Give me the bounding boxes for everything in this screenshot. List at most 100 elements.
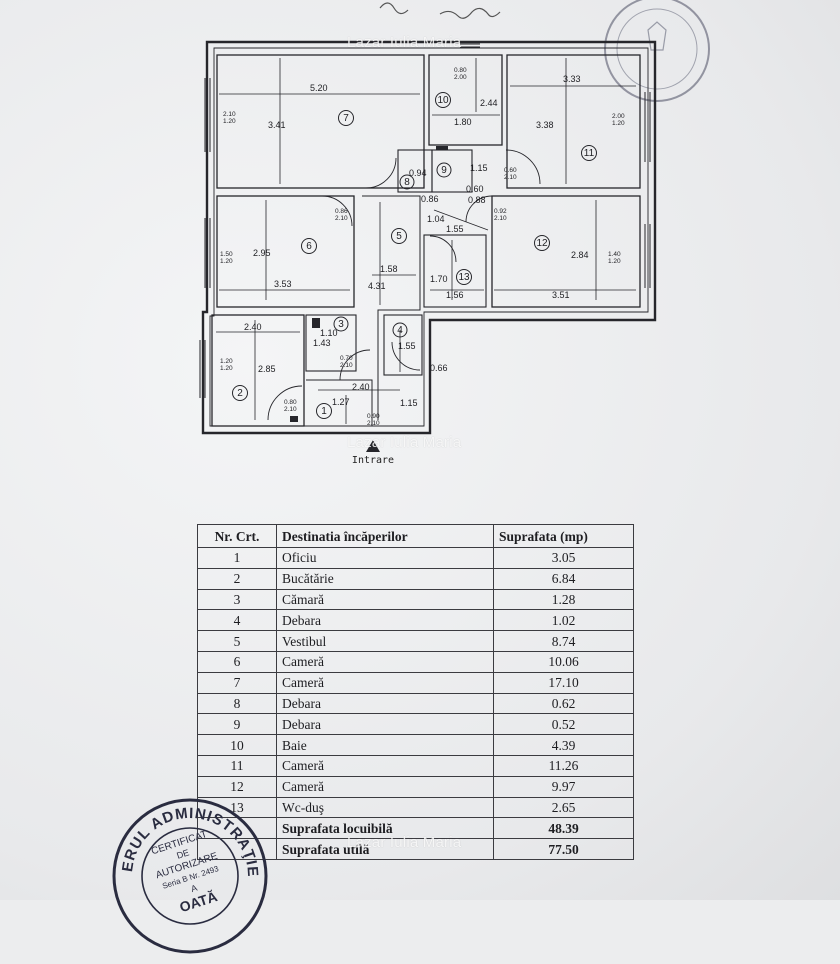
- room-number-4: 4: [397, 325, 403, 336]
- dim-label: 2.40: [244, 322, 262, 332]
- cell-area: 17.10: [493, 671, 634, 694]
- room-number-12: 12: [536, 238, 548, 249]
- dim-label: 2.85: [258, 364, 276, 374]
- dim-label: 1.10: [320, 328, 338, 338]
- cell-room-name: Debara: [276, 609, 494, 632]
- cell-nr: 11: [197, 754, 277, 777]
- dimension-lines: [216, 58, 636, 424]
- watermark: Lazar Iulia Maria: [347, 34, 462, 51]
- room-12-outline: [491, 195, 641, 308]
- dim-label: 3.38: [536, 120, 554, 130]
- cell-area: 6.84: [493, 567, 634, 590]
- room-number-2: 2: [237, 388, 243, 399]
- cell-room-name: Baie: [276, 734, 494, 756]
- dim-label: 1.55: [398, 341, 416, 351]
- floor-plan: 7 10 11 6 5 12 13 8 9 3 4 2 1 5.20 3.41 …: [199, 40, 657, 452]
- room-number-1: 1: [321, 406, 327, 417]
- room-number-7: 7: [343, 113, 349, 124]
- cell-room-name: Bucătărie: [276, 567, 494, 590]
- dim-label: 1.04: [427, 214, 445, 224]
- cell-room-name: Debara: [276, 692, 494, 715]
- dim-label: 3.41: [268, 120, 286, 130]
- cell-room-name: Cămară: [276, 588, 494, 611]
- entrance-arrow: [366, 440, 380, 452]
- room-9-outline: [431, 149, 473, 193]
- cell-nr: 8: [197, 692, 277, 715]
- watermark: Lazar Iulia Maria: [347, 834, 462, 851]
- cell-total-area: 48.39: [493, 817, 634, 840]
- cell-nr: 1: [197, 547, 277, 569]
- cell-nr: 10: [197, 734, 277, 756]
- room-13-outline: [423, 234, 487, 308]
- dim-label: 0.86: [421, 194, 439, 204]
- table-header-row: Nr. Crt. Destinatia încăperilor Suprafat…: [197, 524, 634, 548]
- cell-area: 10.06: [493, 650, 634, 673]
- room-number-circles: [232, 92, 597, 419]
- dim-label: 0.66: [430, 363, 448, 373]
- dim-label: 2.40: [352, 382, 370, 392]
- room-number-5: 5: [396, 231, 402, 242]
- cell-room-name: Debara: [276, 713, 494, 736]
- room-number-10: 10: [437, 95, 449, 106]
- cell-nr: 3: [197, 588, 277, 611]
- col-header-nr: Nr. Crt.: [197, 524, 277, 548]
- dim-label: 1.70: [430, 274, 448, 284]
- door-swings: [267, 149, 541, 421]
- cell-room-name: Wc-duş: [276, 796, 494, 819]
- dim-label: 2.95: [253, 248, 271, 258]
- dim-label: 0.94: [409, 168, 427, 178]
- watermark: Lazar Iulia Maria: [347, 434, 462, 451]
- cell-nr: 4: [197, 609, 277, 632]
- dim-label: 1.27: [332, 397, 350, 407]
- cell-total-label: Suprafata utilă: [276, 838, 494, 860]
- exterior-wall: [201, 40, 657, 435]
- certification-stamp: ERUL ADMINISTRAŢIEI PUBLICE CERTIFICAT D…: [102, 788, 268, 954]
- cell-nr: 9: [197, 713, 277, 736]
- dim-label: 0.88: [468, 195, 486, 205]
- cell-area: 11.26: [493, 754, 634, 777]
- dim-label: 1.43: [313, 338, 331, 348]
- cell-room-name: Cameră: [276, 775, 494, 798]
- dim-label: 4.31: [368, 281, 386, 291]
- cell-area: 1.02: [493, 609, 634, 632]
- cell-area: 0.62: [493, 692, 634, 715]
- cell-room-name: Cameră: [276, 671, 494, 694]
- dim-label: 5.20: [310, 83, 328, 93]
- cell-area: 3.05: [493, 547, 634, 569]
- cell-room-name: Oficiu: [276, 547, 494, 569]
- official-stamp-top: [604, 0, 710, 102]
- room-6-outline: [216, 195, 355, 308]
- col-header-area: Suprafata (mp): [493, 524, 634, 548]
- cell-room-name: Cameră: [276, 650, 494, 673]
- cell-area: 4.39: [493, 734, 634, 756]
- room-number-11: 11: [584, 148, 595, 159]
- dim-label: 1.56: [446, 290, 464, 300]
- dim-label: 1.58: [380, 264, 398, 274]
- cell-nr: 6: [197, 650, 277, 673]
- cell-nr: 7: [197, 671, 277, 694]
- entrance-label: Intrare: [351, 455, 395, 466]
- dim-label: 3.53: [274, 279, 292, 289]
- dim-label: 3.51: [552, 290, 570, 300]
- room-number-9: 9: [441, 165, 447, 176]
- stamp-line: A: [190, 883, 199, 894]
- cell-room-name: Vestibul: [276, 630, 494, 652]
